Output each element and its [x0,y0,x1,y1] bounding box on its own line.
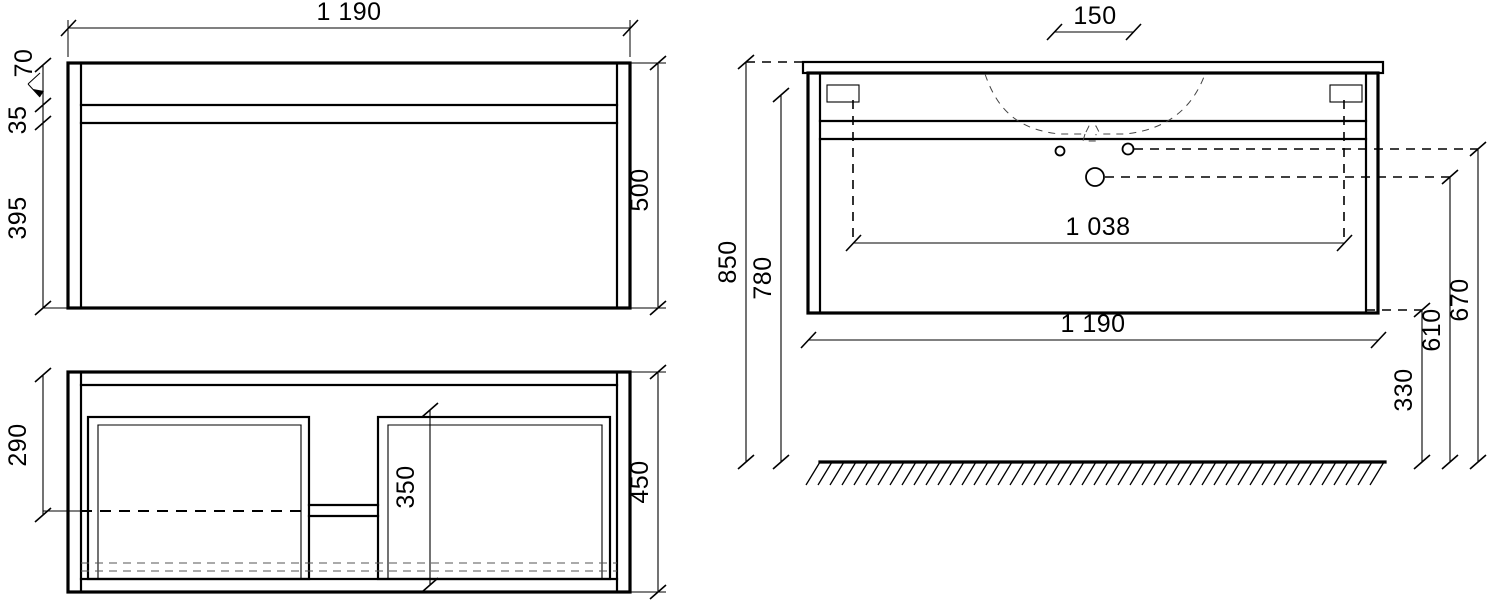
dimension-150-horizontal: 150 [1046,2,1142,41]
dim-label-450: 450 [626,460,654,503]
dim-tick-top-610 [1441,169,1459,185]
dimension-35-vertical: 35 [4,57,52,135]
dim-label-150: 150 [1073,2,1116,30]
dim-label-500: 500 [626,168,654,211]
dim-tick-bottom-610 [1441,454,1459,470]
dim-tick-right-1190-bottom [1370,331,1387,349]
dimension-1190-bottom-horizontal: 1 190 [800,310,1387,349]
dim-label-330: 330 [1390,368,1418,411]
dim-tick-bottom-850 [737,454,755,470]
dimension-780-vertical: 780 [749,87,790,470]
installation-cabinet-body [806,71,1380,315]
water-inlet-left-icon [1054,145,1066,157]
dimension-350-vertical: 350 [392,402,439,593]
front-elevation-view: 1 190 70 35 395 [4,0,667,316]
dim-label-290: 290 [4,423,32,466]
dimension-850-vertical: 850 [714,54,755,470]
floor-line-group [805,460,1387,486]
dimension-70-leader: 70 [10,49,44,98]
dim-tick-mid-35 [34,97,52,113]
dim-tick-bottom-780 [772,454,790,470]
installation-elevation-view: 150 850 780 1 038 1 190 [714,2,1487,486]
dim-tick-left-150 [1046,23,1063,41]
dim-tick-top-670 [1469,141,1487,157]
dim-tick-top-850 [737,54,755,70]
dim-tick-right-1038 [1336,234,1353,252]
dim-label-35: 35 [4,106,32,135]
water-inlet-right-icon [1121,142,1135,156]
dim-label-1038: 1 038 [1065,213,1130,241]
dimension-395-vertical: 395 [4,123,68,316]
dim-tick-bottom-290 [34,507,52,523]
right-drawer-box [376,415,612,581]
left-drawer-box [86,415,311,581]
dimension-width-1190-top: 1 190 [60,0,639,57]
dim-label-1190-bottom: 1 190 [1060,310,1125,338]
dimension-290-vertical: 290 [4,367,81,523]
dim-tick-bottom-350 [421,577,439,593]
dim-tick-bottom-670 [1469,454,1487,470]
leader-stem-70 [27,83,41,98]
dim-label-395: 395 [4,196,32,239]
dim-label-780: 780 [749,256,777,299]
floor-hatching [805,461,1385,486]
dim-label-610: 610 [1418,308,1446,351]
dim-label-850: 850 [714,240,742,283]
dim-tick-top-350 [421,402,439,418]
leader-elbow-70 [27,72,41,85]
dimension-1038-horizontal: 1 038 [845,213,1353,252]
dim-tick-left-1190-bottom [800,331,817,349]
basin-drain-throat-outline [1082,133,1097,142]
dim-label-70: 70 [10,49,38,78]
dim-tick-top-330 [1413,302,1431,318]
leader-arrowhead-70 [33,89,44,97]
dim-tick-left-1038 [845,234,862,252]
dim-tick-top-780 [772,87,790,103]
dimension-670-vertical: 670 [1446,141,1487,470]
dim-label-350: 350 [392,465,420,508]
basin-top-slab [801,60,1385,75]
dim-label-670: 670 [1446,278,1474,321]
dimension-500-vertical: 500 [626,55,667,316]
dimension-450-vertical: 450 [626,364,667,600]
drain-outlet-icon [1085,167,1105,187]
dim-tick-right-150 [1125,23,1142,41]
dim-tick-bottom-330 [1413,454,1431,470]
cabinet-outer-body [66,61,632,310]
plan-section-view: 290 350 450 [4,364,667,600]
plan-outer-carcase [66,370,632,594]
basin-bowl-outline [984,73,1206,135]
dim-tick-top-35 [34,57,52,73]
dimension-330-vertical: 330 [1390,302,1431,470]
handle-recess-left [826,84,860,103]
dim-tick-top-290 [34,367,52,383]
handle-recess-right [1329,84,1363,103]
dim-label-1190-top: 1 190 [316,0,381,26]
dimension-610-vertical: 610 [1418,169,1459,470]
